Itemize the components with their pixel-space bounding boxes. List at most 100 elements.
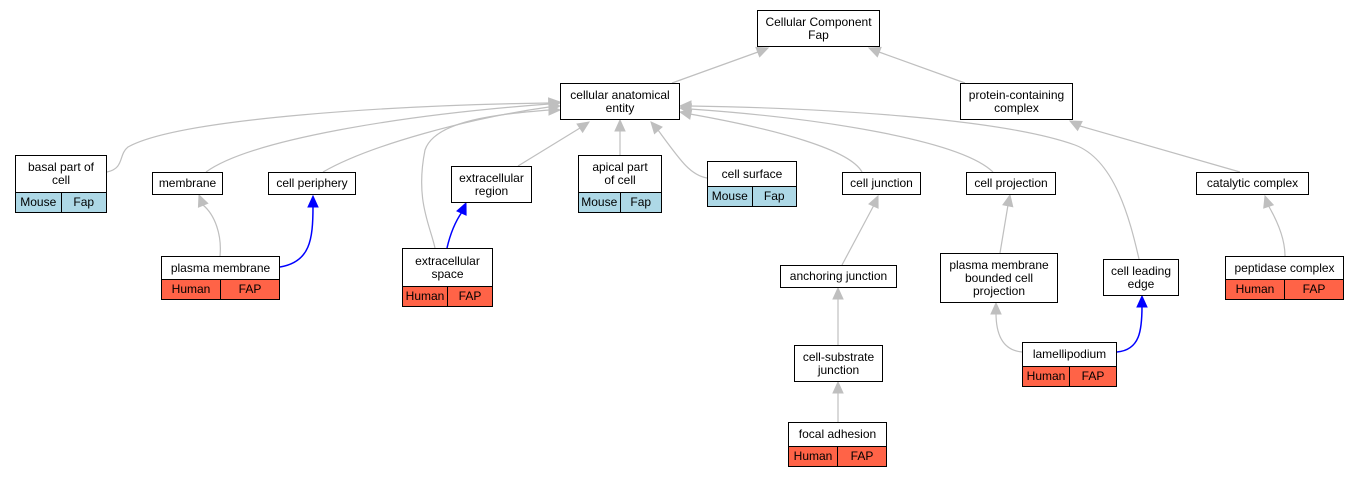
tag-mouse: Mouse: [708, 187, 752, 206]
node-label: anchoring junction: [789, 269, 888, 283]
node-peptidase-complex[interactable]: peptidase complex Human FAP: [1225, 256, 1344, 300]
tag-gene: FAP: [1069, 367, 1116, 386]
tag-human: Human: [162, 280, 220, 299]
node-cell-leading-edge[interactable]: cell leading edge: [1103, 259, 1179, 296]
tag-gene: Fap: [751, 187, 796, 206]
edge-arrowhead: [307, 194, 319, 208]
edge-extracellular-region-to-cellular-anatomical-entity: [517, 127, 581, 167]
node-label: peptidase complex: [1234, 260, 1335, 275]
node-catalytic-complex[interactable]: catalytic complex: [1196, 172, 1309, 195]
node-tags: Mouse Fap: [708, 186, 796, 206]
edge-arrowhead: [614, 118, 626, 132]
edge-arrowhead: [755, 46, 770, 58]
tag-human: Human: [1023, 367, 1069, 386]
node-label: cell projection: [974, 176, 1048, 190]
tag-gene: FAP: [837, 447, 886, 466]
node-tags: Human FAP: [1023, 366, 1116, 386]
node-label: extracellular region: [459, 170, 524, 198]
node-cellular-component-fap[interactable]: Cellular Component Fap: [757, 10, 880, 47]
node-cell-periphery[interactable]: cell periphery: [268, 172, 356, 195]
node-label: plasma membrane: [170, 260, 271, 275]
edge-arrowhead: [832, 380, 844, 394]
edge-cellular-anatomical-entity-to-root: [671, 51, 759, 84]
edge-arrowhead: [576, 121, 591, 134]
node-label: cell periphery: [276, 176, 348, 190]
node-label: membrane: [158, 176, 217, 190]
edge-extracellular-space-to-extracellular-region: [446, 211, 463, 249]
node-label: cell-substrate junction: [802, 349, 875, 377]
edge-extracellular-space-to-cellular-anatomical-entity: [421, 109, 550, 249]
node-basal-part-of-cell[interactable]: basal part of cell Mouse Fap: [15, 155, 107, 213]
node-extracellular-space[interactable]: extracellular space Human FAP: [402, 248, 493, 307]
node-cell-projection[interactable]: cell projection: [966, 172, 1056, 195]
edge-cell-periphery-to-cellular-anatomical-entity: [322, 106, 550, 173]
node-label: focal adhesion: [798, 427, 877, 441]
edge-arrowhead: [1002, 193, 1014, 208]
node-label: lamellipodium: [1032, 347, 1107, 361]
node-lamellipodium[interactable]: lamellipodium Human FAP: [1022, 342, 1117, 387]
node-plasma-membrane[interactable]: plasma membrane Human FAP: [161, 256, 280, 300]
node-label: cell surface: [721, 166, 783, 181]
edge-plasma-membrane-bounded-cell-projection-to-cell-projection: [999, 204, 1009, 254]
tag-mouse: Mouse: [579, 193, 620, 212]
edge-membrane-to-cellular-anatomical-entity: [205, 103, 550, 173]
edge-cell-leading-edge-to-cellular-anatomical-entity: [689, 105, 1140, 260]
tag-human: Human: [1226, 280, 1284, 299]
node-label: cell leading edge: [1110, 263, 1172, 291]
node-label: plasma membrane bounded cell projection: [949, 257, 1049, 298]
edge-anchoring-junction-to-cell-junction: [841, 204, 875, 266]
edge-arrowhead: [832, 286, 844, 300]
edge-peptidase-complex-to-catalytic-complex: [1267, 204, 1286, 257]
tag-gene: FAP: [220, 280, 279, 299]
edge-arrowhead: [868, 194, 879, 209]
node-tags: Human FAP: [162, 279, 279, 299]
node-label: basal part of cell: [27, 160, 95, 187]
edge-arrowhead: [867, 46, 882, 58]
tag-gene: Fap: [60, 193, 106, 212]
edge-cell-projection-to-cellular-anatomical-entity: [689, 108, 994, 173]
edge-arrowhead: [1068, 120, 1083, 132]
edge-arrowhead: [548, 104, 562, 116]
node-cellular-anatomical-entity[interactable]: cellular anatomical entity: [560, 83, 680, 120]
edge-lamellipodium-to-cell-leading-edge: [1116, 305, 1143, 353]
edge-arrowhead: [650, 121, 663, 135]
node-label: Cellular Component Fap: [765, 14, 872, 42]
edge-lamellipodium-to-plasma-membrane-bounded-cell-projection: [995, 312, 1023, 353]
edge-plasma-membrane-to-membrane: [202, 204, 221, 257]
node-cell-surface[interactable]: cell surface Mouse Fap: [707, 161, 797, 207]
node-extracellular-region[interactable]: extracellular region: [451, 166, 532, 203]
node-cell-substrate-junction[interactable]: cell-substrate junction: [794, 345, 883, 382]
tag-gene: FAP: [447, 287, 492, 306]
node-apical-part-of-cell[interactable]: apical part of cell Mouse Fap: [578, 155, 662, 213]
node-plasma-membrane-bounded-cell-projection[interactable]: plasma membrane bounded cell projection: [940, 253, 1058, 303]
node-tags: Human FAP: [789, 446, 886, 466]
edge-arrowhead: [990, 301, 1002, 315]
edge-arrowhead: [456, 201, 467, 216]
node-label: cellular anatomical entity: [570, 87, 670, 115]
node-label: cell junction: [850, 176, 913, 190]
edge-cell-surface-to-cellular-anatomical-entity: [657, 129, 708, 179]
node-protein-containing-complex[interactable]: protein-containing complex: [960, 83, 1073, 120]
edge-arrowhead: [678, 100, 692, 112]
edge-protein-containing-complex-to-root: [878, 51, 966, 84]
tag-mouse: Mouse: [16, 193, 61, 212]
node-label: extracellular space: [415, 253, 480, 281]
node-label: apical part of cell: [592, 160, 648, 187]
node-tags: Human FAP: [403, 286, 492, 306]
node-focal-adhesion[interactable]: focal adhesion Human FAP: [788, 422, 887, 467]
node-cell-junction[interactable]: cell junction: [842, 172, 921, 195]
tag-gene: FAP: [1284, 280, 1343, 299]
edge-catalytic-complex-to-protein-containing-complex: [1079, 125, 1241, 173]
edge-cell-junction-to-cellular-anatomical-entity: [689, 113, 863, 173]
edge-plasma-membrane-to-cell-periphery: [279, 205, 314, 268]
node-anchoring-junction[interactable]: anchoring junction: [780, 265, 897, 288]
node-label: protein-containing complex: [968, 87, 1065, 115]
node-membrane[interactable]: membrane: [152, 172, 223, 195]
tag-human: Human: [403, 287, 447, 306]
node-tags: Mouse Fap: [16, 192, 106, 212]
tag-gene: Fap: [619, 193, 661, 212]
edge-basal-part-of-cell-to-cellular-anatomical-entity: [106, 102, 550, 173]
node-label: catalytic complex: [1206, 176, 1299, 190]
